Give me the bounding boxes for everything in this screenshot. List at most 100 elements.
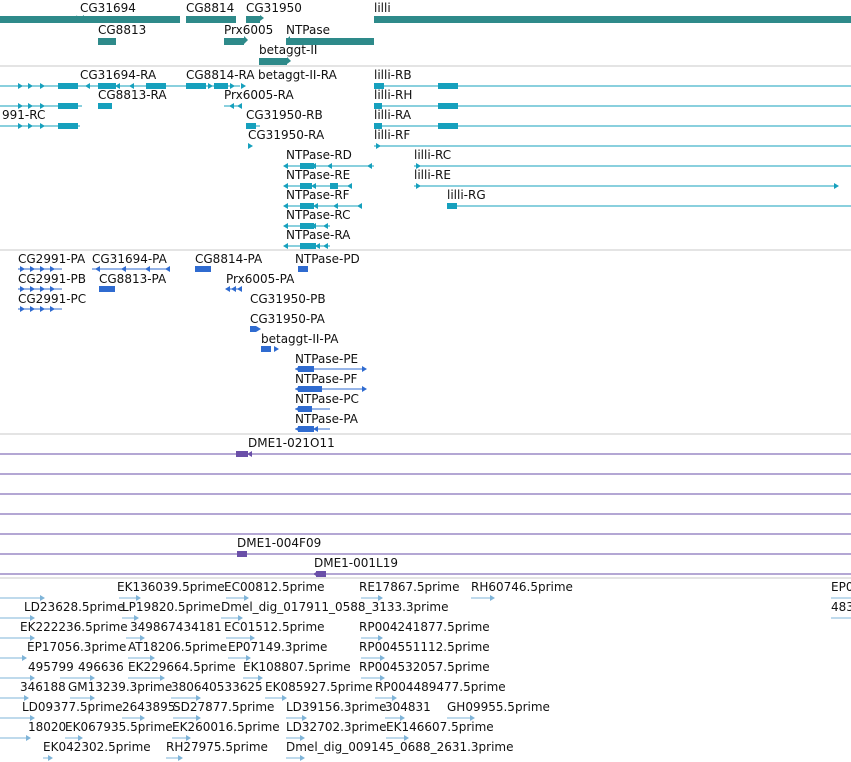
- feature-label: EC01512.5prime: [224, 620, 325, 634]
- strand-forward-arrow: [404, 735, 409, 741]
- strand-reverse-arrow: [165, 266, 170, 272]
- protein-row[interactable]: [18, 306, 62, 312]
- feature-label: SD27877.5prime: [173, 700, 274, 714]
- strand-forward-arrow: [274, 346, 279, 352]
- strand-reverse-arrow: [313, 203, 318, 209]
- exon-box: [374, 103, 382, 109]
- strand-reverse-arrow: [323, 243, 328, 249]
- cds-box: [298, 386, 322, 392]
- cds-box: [298, 426, 314, 432]
- strand-forward-arrow: [18, 103, 23, 109]
- strand-reverse-arrow: [315, 243, 320, 249]
- strand-reverse-arrow: [295, 406, 300, 412]
- est-row[interactable]: [0, 675, 385, 681]
- clone-feature[interactable]: [313, 571, 326, 577]
- transcript-row[interactable]: [0, 123, 851, 129]
- feature-label: NTPase-PF: [295, 372, 358, 386]
- strand-forward-arrow: [834, 183, 839, 189]
- gene-feature[interactable]: Prx6005: [224, 23, 273, 45]
- exon-box: [300, 223, 314, 229]
- est-row[interactable]: [0, 595, 851, 601]
- feature-label: EK067935.5prime: [65, 720, 173, 734]
- est-row[interactable]: [0, 735, 409, 741]
- gene-feature[interactable]: lilli: [374, 1, 851, 23]
- est-row[interactable]: [43, 755, 305, 761]
- strand-forward-arrow: [48, 755, 53, 761]
- feature-label: CG8813-RA: [98, 88, 167, 102]
- strand-forward-arrow: [40, 286, 45, 292]
- clone-box: [316, 571, 326, 577]
- feature-label: Dmel_dig_017911_0588_3133.3prime: [221, 600, 449, 614]
- clone-feature[interactable]: [236, 451, 252, 457]
- gene-feature[interactable]: CG8814: [186, 1, 236, 23]
- transcript-row[interactable]: [0, 103, 851, 109]
- transcript-row[interactable]: [283, 183, 839, 189]
- feature-label: betaggt-II-RA: [258, 68, 338, 82]
- feature-label: betaggt-II-PA: [261, 332, 339, 346]
- feature-label: CG8814-PA: [195, 252, 263, 266]
- feature-label: CG31950-PA: [250, 312, 326, 326]
- gene-span-box: [246, 16, 260, 23]
- feature-label: lilli-RG: [447, 188, 486, 202]
- exon-box: [246, 123, 256, 129]
- strand-forward-arrow: [150, 655, 155, 661]
- clone-feature[interactable]: [237, 551, 247, 557]
- strand-reverse-arrow: [283, 203, 288, 209]
- strand-forward-arrow: [30, 615, 35, 621]
- strand-reverse-arrow: [145, 266, 150, 272]
- protein-row[interactable]: [250, 326, 261, 332]
- strand-forward-arrow: [90, 675, 95, 681]
- protein-row[interactable]: [295, 386, 367, 392]
- feature-label: EK222236.5prime: [20, 620, 128, 634]
- strand-reverse-arrow: [229, 103, 234, 109]
- feature-label: DME1-001L19: [314, 556, 398, 570]
- strand-reverse-arrow: [295, 366, 300, 372]
- strand-reverse-arrow: [225, 286, 230, 292]
- exon-box: [438, 83, 458, 89]
- strand-reverse-arrow: [311, 163, 316, 169]
- gene-feature[interactable]: NTPase: [286, 23, 374, 45]
- protein-row[interactable]: [261, 346, 279, 352]
- feature-label: AT18206.5prime: [128, 640, 227, 654]
- protein-row[interactable]: [295, 406, 330, 412]
- feature-label: lilli-RA: [374, 108, 412, 122]
- exon-box: [300, 243, 316, 249]
- feature-label: lilli-RE: [414, 168, 451, 182]
- transcript-row[interactable]: [248, 143, 851, 149]
- est-row[interactable]: [0, 715, 475, 721]
- protein-row[interactable]: [295, 366, 367, 372]
- est-row[interactable]: [0, 695, 397, 701]
- exon-box: [214, 83, 228, 89]
- protein-row[interactable]: [295, 426, 330, 432]
- est-row[interactable]: [0, 655, 385, 661]
- exon-box: [186, 83, 206, 89]
- est-row[interactable]: [0, 615, 851, 621]
- exon-box: [374, 83, 384, 89]
- gene-direction-arrow: [80, 15, 84, 21]
- gene-feature[interactable]: CG31950: [246, 1, 302, 23]
- strand-reverse-arrow: [295, 426, 300, 432]
- strand-forward-arrow: [416, 163, 421, 169]
- cds-box: [261, 346, 271, 352]
- gene-direction-arrow: [260, 15, 264, 21]
- gene-feature[interactable]: CG31694: [0, 1, 180, 23]
- transcript-row[interactable]: [0, 83, 851, 89]
- strand-forward-arrow: [140, 715, 145, 721]
- transcript-row[interactable]: [283, 223, 330, 229]
- feature-label: Dmel_dig_009145_0688_2631.3prime: [286, 740, 514, 754]
- gene-feature[interactable]: CG8813: [98, 23, 146, 45]
- protein-row[interactable]: [18, 286, 242, 292]
- exon-box: [438, 123, 458, 129]
- protein-row[interactable]: [18, 266, 308, 272]
- est-row[interactable]: [0, 635, 383, 641]
- transcript-row[interactable]: [283, 163, 851, 169]
- transcript-row[interactable]: [283, 243, 330, 249]
- strand-forward-arrow: [18, 83, 23, 89]
- gene-span-box: [98, 38, 116, 45]
- feature-label: 483: [831, 600, 851, 614]
- transcript-row[interactable]: [283, 203, 851, 209]
- feature-label: DME1-021O11: [248, 436, 335, 450]
